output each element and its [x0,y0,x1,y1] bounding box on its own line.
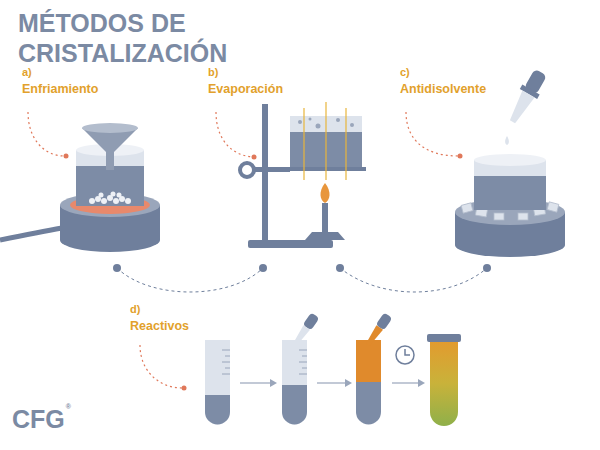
clock-icon [396,346,414,364]
graduation [222,350,307,374]
logo-mark: ® [66,403,71,410]
process-arrow [240,379,425,387]
bunsen-burner [305,183,345,240]
logo-text: CFG [12,405,65,434]
beaker [76,144,144,206]
callout-letter: b) [208,66,218,78]
link-curve [117,268,487,292]
method-name: Antidisolvente [400,82,486,96]
dropper [504,67,550,126]
link-dot [113,264,491,272]
callout-letter: c) [400,66,410,78]
method-name: Enfriamiento [22,82,98,96]
dropper [291,312,393,347]
drop [505,136,509,145]
callout-letter: d) [130,303,140,315]
funnel [82,123,138,170]
method-name: Reactivos [130,319,189,333]
leader-line [28,112,458,388]
method-name: Evaporación [208,82,283,96]
beaker [474,154,546,210]
callout-letter: a) [22,66,32,78]
diagram-title: MÉTODOS DE CRISTALIZACIÓN [18,8,268,68]
ring-stand [240,104,333,248]
vapour [304,102,346,180]
test-tube [205,334,461,426]
